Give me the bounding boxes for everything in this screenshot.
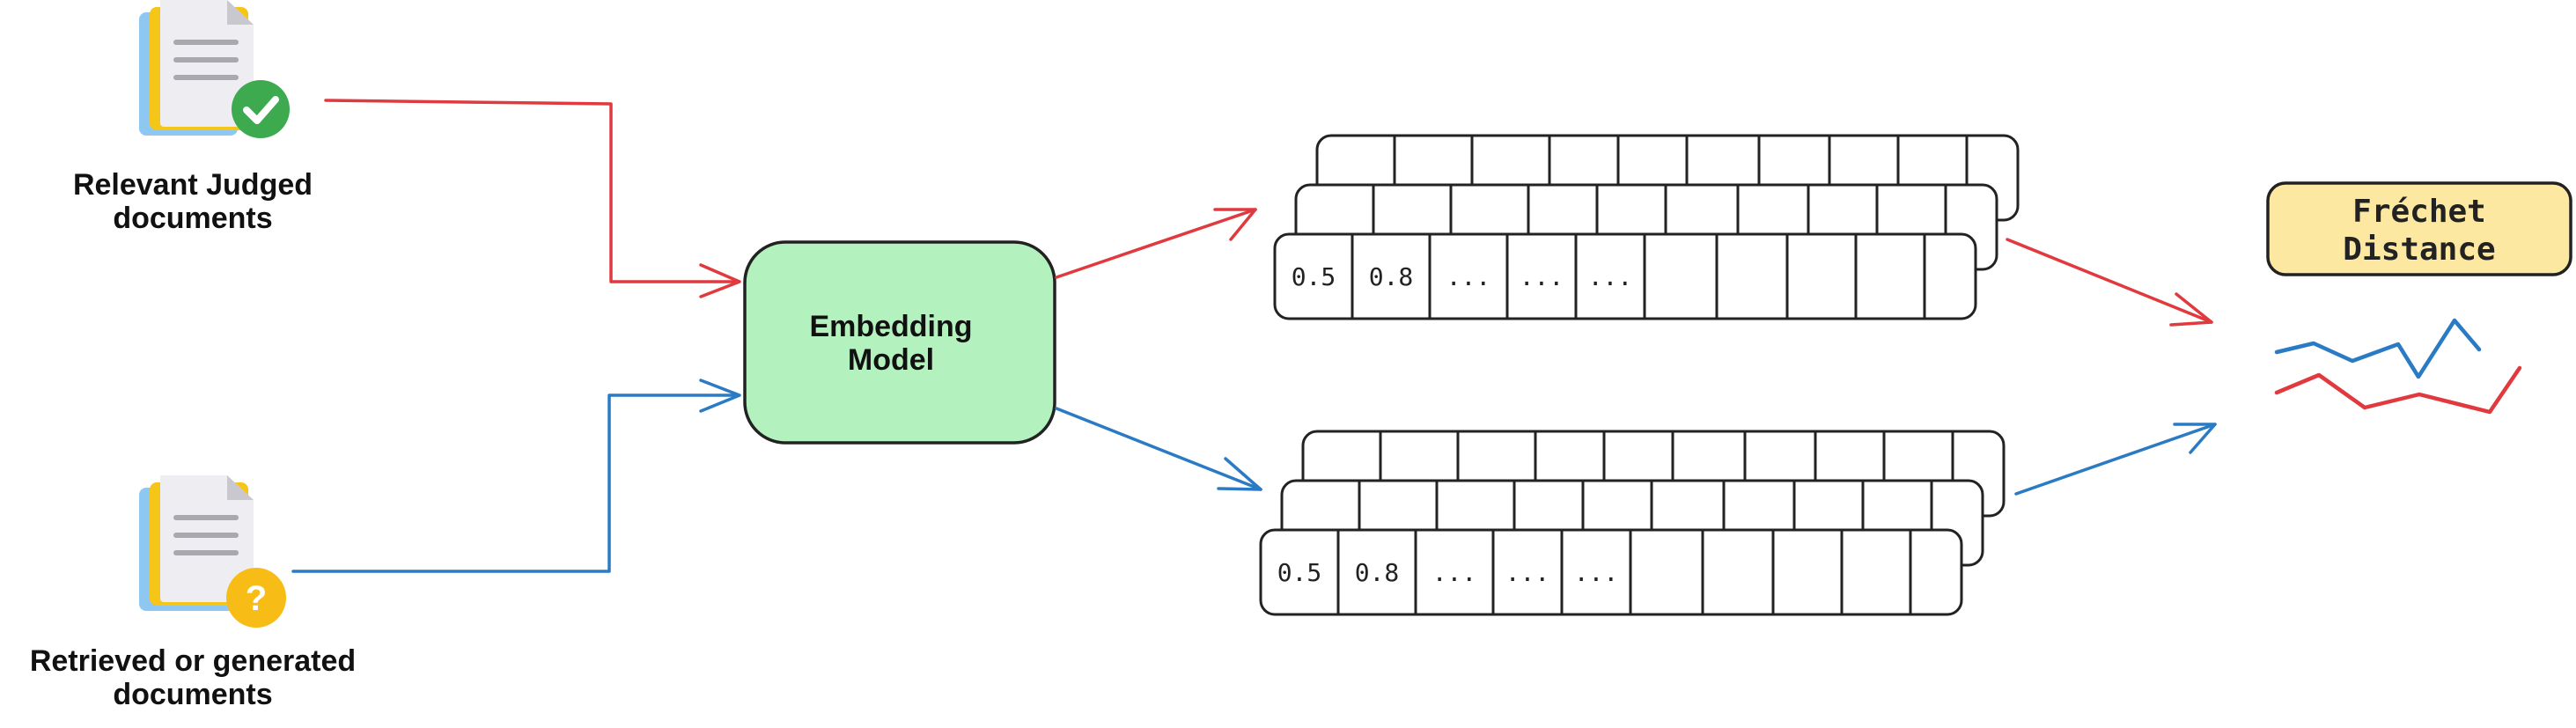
model-to-retrieved-embeddings-arrow [1055, 407, 1262, 491]
retrieved-documents-icon: ? [139, 475, 286, 628]
question-badge-icon: ? [226, 568, 286, 628]
vector-cell-value: 0.5 [1277, 558, 1322, 587]
retrieved-distribution-curve [2274, 318, 2482, 379]
relevant-documents-label-line-2: documents [113, 202, 272, 235]
vector-cell-value: 0.8 [1355, 558, 1400, 587]
vector-cell-value: ... [1574, 558, 1619, 587]
vector-cell-value: ... [1446, 262, 1491, 291]
vector-cell-value: 0.8 [1369, 262, 1414, 291]
frechet-distance-label-line-1: Fréchet [2352, 194, 2486, 230]
vector-row-outline [1273, 232, 1977, 320]
frechet-distance-label-line-2: Distance [2343, 232, 2495, 268]
relevant-documents-icon [139, 0, 290, 138]
relevant-embeddings-to-distance-arrow [2006, 238, 2213, 327]
relevant-embedding-vector-row-front: 0.5 0.8......... [1273, 232, 1977, 320]
check-badge-icon [232, 80, 290, 138]
relevant-documents-label-line-1: Relevant Judged [73, 168, 313, 202]
retrieved-to-model-arrow [291, 379, 741, 573]
model-to-relevant-embeddings-arrow [1055, 208, 1257, 279]
vector-cell-value: ... [1588, 262, 1633, 291]
retrieved-embeddings-to-distance-arrow [2014, 423, 2217, 496]
retrieved-embedding-vectors-stack: 0.5 0.8......... [1259, 430, 2006, 616]
retrieved-embedding-vector-row-front: 0.5 0.8......... [1259, 528, 1963, 616]
vector-cell-value: 0.5 [1292, 262, 1336, 291]
retrieved-documents-label-line-2: documents [113, 678, 272, 711]
document-stack-icon [139, 475, 254, 611]
vector-row-outline [1259, 528, 1963, 616]
relevant-to-model-arrow [324, 99, 741, 298]
embedding-model-box [743, 240, 1056, 445]
embedding-model-label-line-1: Embedding [809, 310, 972, 343]
document-stack-icon [139, 0, 254, 136]
frechet-distance-box [2266, 181, 2572, 276]
vector-cell-value: ... [1520, 262, 1564, 291]
relevant-distribution-curve [2274, 365, 2522, 415]
svg-text:?: ? [246, 579, 267, 618]
retrieved-documents-label-line-1: Retrieved or generated [30, 644, 356, 678]
vector-cell-value: ... [1432, 558, 1477, 587]
vector-cell-value: ... [1505, 558, 1550, 587]
embedding-model-label-line-2: Model [848, 343, 934, 377]
relevant-embedding-vectors-stack: 0.5 0.8......... [1273, 134, 2020, 320]
